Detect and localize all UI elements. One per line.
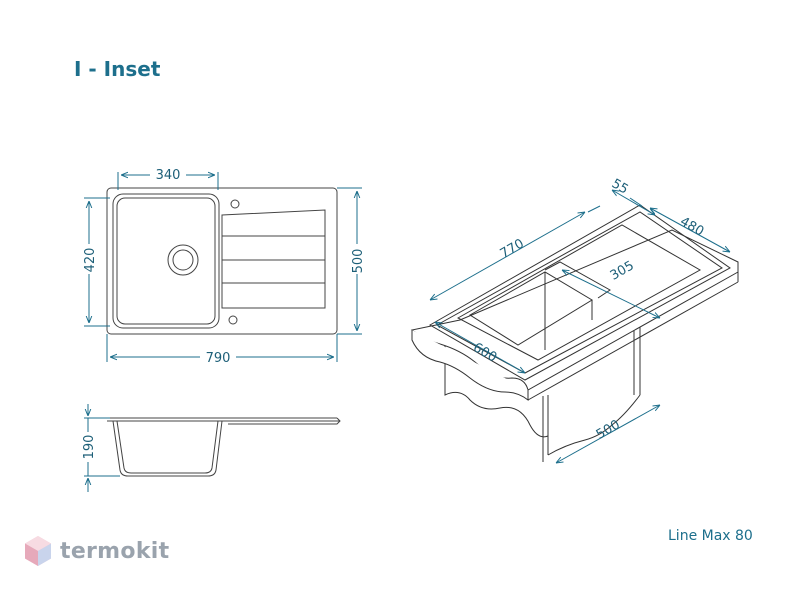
dim-iso-width: 770	[498, 236, 527, 261]
dim-overall-width: 790	[206, 351, 231, 366]
top-view	[106, 187, 338, 335]
iso-view-dimensions	[430, 190, 730, 463]
dim-bowl-width: 340	[156, 168, 181, 183]
dim-side-height: 190	[82, 435, 97, 460]
drainer-outline	[221, 209, 326, 309]
brand-watermark: termokit	[24, 535, 169, 567]
brand-name: termokit	[60, 538, 170, 564]
dim-overall-depth: 500	[351, 249, 366, 274]
dim-iso-cabinet-depth: 500	[594, 417, 623, 442]
hexagon-logo-icon	[25, 536, 51, 566]
dim-bowl-depth: 420	[83, 248, 98, 273]
drain-outline	[167, 244, 199, 276]
iso-view	[410, 204, 739, 462]
model-name: Line Max 80	[668, 528, 753, 544]
page-title: I - Inset	[74, 57, 161, 81]
sink-outline	[106, 187, 338, 335]
tap-hole	[230, 199, 240, 209]
bowl-outline	[112, 193, 220, 329]
side-view	[107, 417, 341, 477]
overflow-hole	[228, 315, 238, 325]
dim-iso-edge: 55	[609, 176, 631, 197]
